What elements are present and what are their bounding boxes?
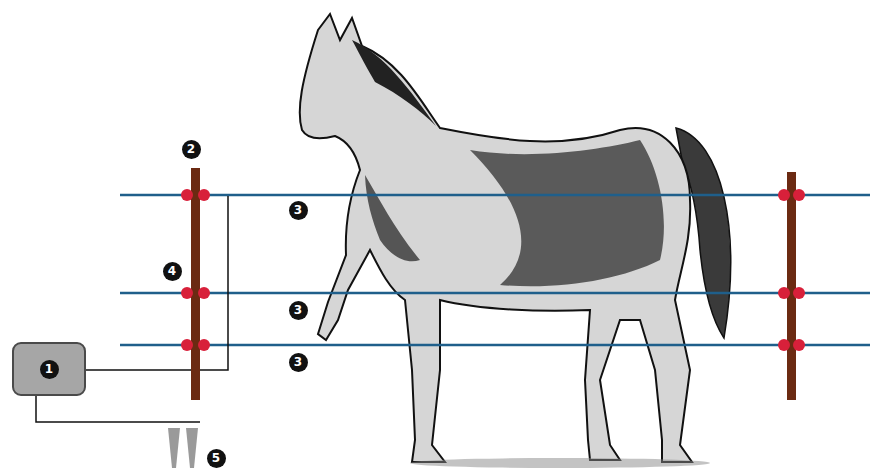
callout-number: 3 (289, 301, 308, 320)
fence-wires (120, 195, 870, 345)
earth-wire (36, 396, 200, 422)
energizer-box: 1 (12, 342, 86, 396)
earth-rod (186, 428, 198, 468)
fence-wire (120, 344, 870, 347)
fence-wire (120, 194, 870, 197)
insulator (793, 339, 805, 351)
insulator (793, 287, 805, 299)
earth-rod (168, 428, 180, 468)
insulator (793, 189, 805, 201)
callout-number: 2 (182, 140, 201, 159)
lead-out-wire (86, 196, 228, 370)
insulator (198, 189, 210, 201)
earth-rods (168, 428, 198, 468)
callout-number: 3 (289, 201, 308, 220)
fence-post (191, 168, 200, 400)
horse-mane (352, 40, 436, 126)
callout-number: 3 (289, 353, 308, 372)
insulator (198, 287, 210, 299)
horse-shading (470, 140, 664, 286)
insulator (778, 339, 790, 351)
fence-post (787, 172, 796, 400)
horse-shading (365, 175, 420, 261)
callout-number: 4 (163, 262, 182, 281)
insulator (778, 287, 790, 299)
horse-body (300, 14, 692, 462)
callout-number: 5 (207, 449, 226, 468)
callout-number: 1 (40, 360, 59, 379)
insulator (181, 189, 193, 201)
fence-posts (191, 168, 796, 400)
insulator (778, 189, 790, 201)
insulators (181, 189, 805, 351)
insulator (198, 339, 210, 351)
insulator (181, 339, 193, 351)
horse-shadow (410, 458, 710, 468)
insulator (181, 287, 193, 299)
horse-illustration (300, 14, 731, 468)
fence-wire (120, 292, 870, 295)
